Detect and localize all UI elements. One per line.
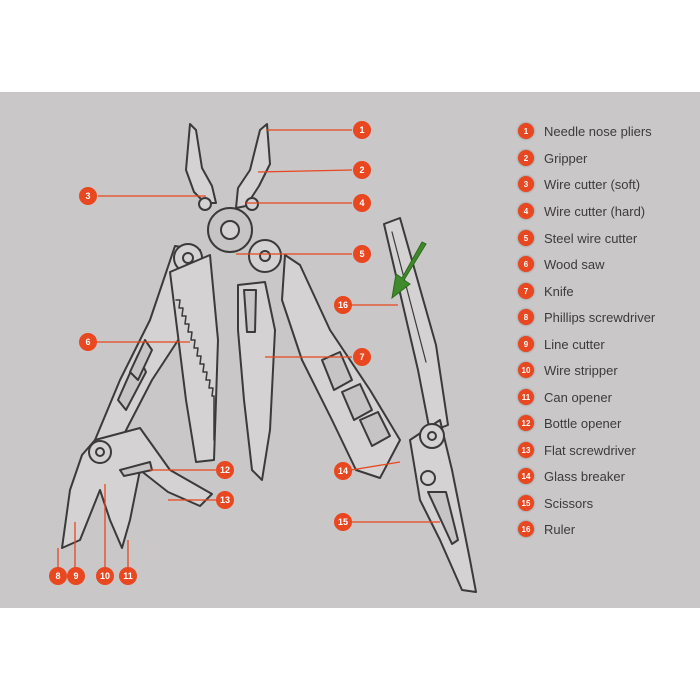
svg-text:9: 9	[73, 571, 78, 581]
legend-item: 2 Gripper	[518, 148, 587, 168]
legend-item: 9 Line cutter	[518, 334, 605, 354]
callout-13: 13	[216, 491, 234, 509]
callout-15: 15	[334, 513, 352, 531]
legend-item: 11 Can opener	[518, 387, 612, 407]
svg-text:11: 11	[123, 571, 133, 581]
svg-text:3: 3	[85, 191, 90, 201]
legend-item: 13 Flat screwdriver	[518, 440, 636, 460]
svg-text:1: 1	[359, 125, 364, 135]
legend-number-badge: 10	[518, 362, 534, 378]
legend-label: Flat screwdriver	[544, 442, 636, 458]
legend-label: Knife	[544, 283, 574, 299]
callout-2: 2	[353, 161, 371, 179]
svg-text:13: 13	[220, 495, 230, 505]
legend-number-badge: 1	[518, 123, 534, 139]
legend-label: Ruler	[544, 521, 576, 537]
legend-item: 12 Bottle opener	[518, 413, 621, 433]
svg-text:10: 10	[100, 571, 110, 581]
legend-label: Wood saw	[544, 256, 605, 272]
legend-label: Glass breaker	[544, 468, 625, 484]
callout-9: 9	[67, 567, 85, 585]
legend-label: Bottle opener	[544, 415, 622, 431]
legend-item: 4 Wire cutter (hard)	[518, 201, 645, 221]
svg-text:6: 6	[85, 337, 90, 347]
legend-label: Wire stripper	[544, 362, 618, 378]
callout-1: 1	[353, 121, 371, 139]
legend-item: 10 Wire stripper	[518, 360, 618, 380]
legend-item: 6 Wood saw	[518, 254, 604, 274]
wood-saw	[169, 254, 219, 463]
legend-number-badge: 13	[518, 442, 534, 458]
callout-12: 12	[216, 461, 234, 479]
legend-number-badge: 8	[518, 309, 534, 325]
legend-label: Scissors	[544, 495, 594, 511]
legend-number-badge: 5	[518, 230, 534, 246]
callout-14: 14	[334, 462, 352, 480]
callout-4: 4	[353, 194, 371, 212]
legend-item: 1 Needle nose pliers	[518, 121, 652, 141]
callout-11: 11	[119, 567, 137, 585]
legend-label: Wire cutter (soft)	[544, 176, 641, 192]
right-plier-jaw	[235, 123, 271, 209]
legend-number-badge: 2	[518, 150, 534, 166]
callout-3: 3	[79, 187, 97, 205]
svg-text:4: 4	[359, 198, 364, 208]
knife-blade	[237, 281, 276, 481]
svg-text:14: 14	[338, 466, 348, 476]
legend-number-badge: 14	[518, 468, 534, 484]
legend-number-badge: 11	[518, 389, 534, 405]
callout-6: 6	[79, 333, 97, 351]
legend-item: 16 Ruler	[518, 519, 575, 539]
legend-label: Can opener	[544, 389, 612, 405]
callout-badges: 1 2 3 4 5 6 7 8 9 10 11 12 13 14 15 16	[49, 121, 371, 585]
legend-item: 3 Wire cutter (soft)	[518, 174, 640, 194]
left-plier-jaw	[185, 123, 217, 204]
legend-label: Needle nose pliers	[544, 123, 652, 139]
legend-item: 7 Knife	[518, 281, 574, 301]
legend-label: Gripper	[544, 150, 588, 166]
legend-number-badge: 15	[518, 495, 534, 511]
multitool-illustration: 1 2 3 4 5 6 7 8 9 10 11 12 13 14 15 16	[49, 121, 477, 593]
svg-text:2: 2	[359, 165, 364, 175]
svg-text:15: 15	[338, 517, 348, 527]
legend-number-badge: 12	[518, 415, 534, 431]
legend-number-badge: 9	[518, 336, 534, 352]
legend-label: Steel wire cutter	[544, 230, 638, 246]
diagram-panel: 1 2 3 4 5 6 7 8 9 10 11 12 13 14 15 16 1…	[0, 92, 700, 608]
legend-item: 8 Phillips screwdriver	[518, 307, 655, 327]
callout-10: 10	[96, 567, 114, 585]
callout-7: 7	[353, 348, 371, 366]
callout-8: 8	[49, 567, 67, 585]
legend-number-badge: 4	[518, 203, 534, 219]
svg-text:16: 16	[338, 300, 348, 310]
green-arrow	[391, 241, 427, 300]
legend-item: 14 Glass breaker	[518, 466, 625, 486]
callout-5: 5	[353, 245, 371, 263]
legend-label: Wire cutter (hard)	[544, 203, 646, 219]
legend-number-badge: 6	[518, 256, 534, 272]
legend-number-badge: 7	[518, 283, 534, 299]
legend-label: Line cutter	[544, 336, 605, 352]
callout-16: 16	[334, 296, 352, 314]
legend-item: 15 Scissors	[518, 493, 593, 513]
legend-label: Phillips screwdriver	[544, 309, 656, 325]
legend-item: 5 Steel wire cutter	[518, 228, 637, 248]
svg-text:8: 8	[55, 571, 60, 581]
legend-number-badge: 3	[518, 176, 534, 192]
svg-text:12: 12	[220, 465, 230, 475]
small-tools	[61, 427, 213, 549]
svg-text:7: 7	[359, 352, 364, 362]
svg-text:5: 5	[359, 249, 364, 259]
legend-number-badge: 16	[518, 521, 534, 537]
